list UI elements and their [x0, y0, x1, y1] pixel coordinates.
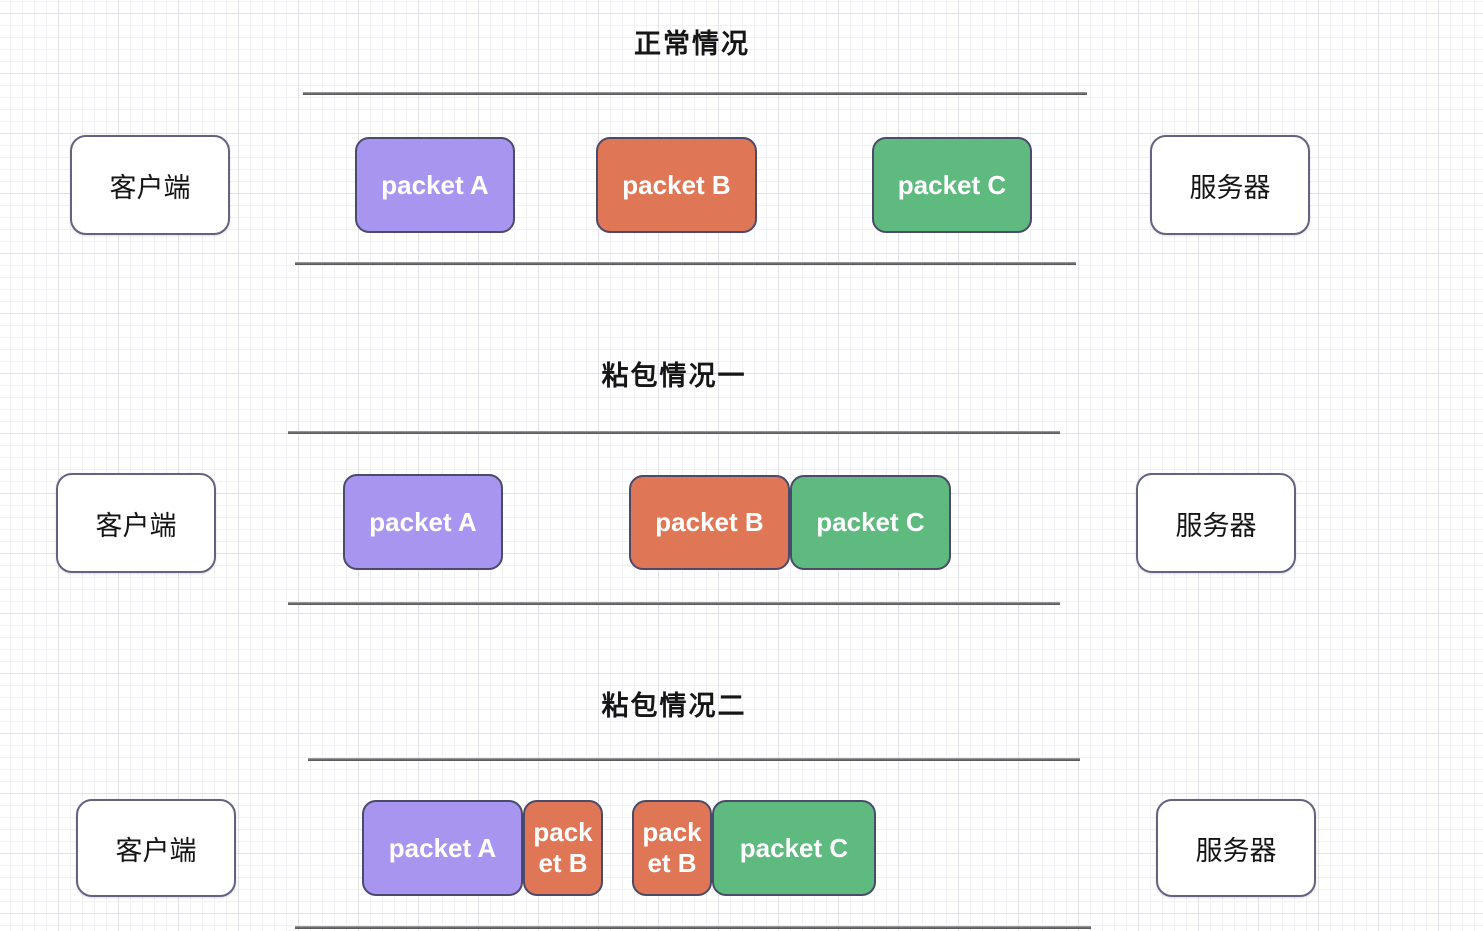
server-box-1: 服务器 — [1150, 135, 1310, 235]
stream-line-bottom-3 — [295, 926, 1091, 929]
packet-c-box-3: packet C — [712, 800, 876, 896]
server-label: 服务器 — [1195, 835, 1277, 866]
section-title-normal: 正常情况 — [634, 29, 750, 59]
packet-label: packet C — [739, 832, 849, 863]
client-label: 客户端 — [95, 510, 177, 541]
section-title-sticky-1: 粘包情况一 — [601, 361, 747, 391]
client-label: 客户端 — [115, 835, 197, 866]
stream-line-top-3 — [308, 758, 1080, 761]
server-label: 服务器 — [1175, 510, 1257, 541]
packet-c-box-1: packet C — [872, 137, 1032, 233]
packet-c-box-2: packet C — [790, 475, 951, 570]
packet-a-box-2: packet A — [343, 474, 503, 570]
client-box-2: 客户端 — [56, 473, 216, 573]
packet-label: packet A — [388, 832, 497, 863]
packet-label: packet A — [381, 169, 489, 200]
client-label: 客户端 — [109, 172, 191, 203]
packet-label: packet B — [655, 507, 764, 537]
packet-label: packet B — [533, 817, 593, 878]
packet-a-box-1: packet A — [355, 137, 515, 233]
client-box-1: 客户端 — [70, 135, 230, 235]
packet-label: packet C — [897, 169, 1007, 200]
packet-a-box-3: packet A — [362, 800, 523, 896]
section-title-sticky-2: 粘包情况二 — [601, 691, 747, 721]
stream-line-top-1 — [303, 92, 1087, 95]
server-label: 服务器 — [1189, 172, 1271, 203]
packet-label: packet B — [642, 817, 702, 878]
stream-line-top-2 — [288, 431, 1060, 434]
packet-b-part2-box-3: packet B — [632, 800, 712, 896]
server-box-2: 服务器 — [1136, 473, 1296, 573]
packet-b-box-1: packet B — [596, 137, 757, 233]
server-box-3: 服务器 — [1156, 799, 1316, 897]
packet-label: packet B — [622, 169, 731, 200]
stream-line-bottom-2 — [288, 602, 1060, 605]
client-box-3: 客户端 — [76, 799, 236, 897]
packet-b-part1-box-3: packet B — [523, 800, 603, 896]
packet-label: packet A — [369, 506, 477, 537]
packet-label: packet C — [816, 507, 925, 537]
packet-b-box-2: packet B — [629, 475, 790, 570]
stream-line-bottom-1 — [295, 262, 1076, 265]
